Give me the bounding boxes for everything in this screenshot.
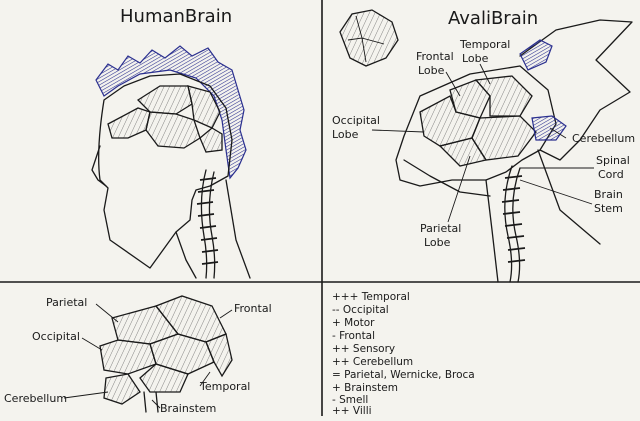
label-spinal-cord-2: Cord — [598, 168, 624, 181]
human-brain-title: HumanBrain — [120, 6, 232, 27]
legend-item: ++ Villi — [332, 405, 372, 416]
compare-label-cerebellum: Cerebellum — [4, 392, 67, 405]
compare-lobe-temporal-b — [205, 333, 233, 378]
label-brain-stem-1: Brain — [594, 188, 623, 201]
label-parietal-lobe-1: Parietal — [420, 222, 461, 235]
human-face-line — [91, 145, 107, 187]
legend-item: -- Occipital — [332, 304, 389, 316]
legend-item: + Brainstem — [332, 382, 398, 394]
human-lobe-frontal — [136, 85, 193, 115]
legend-panel: +++ Temporal -- Occipital + Motor - Fron… — [332, 291, 475, 417]
avali-spinal-cord-edge — [512, 167, 521, 283]
avali-neck — [485, 149, 601, 283]
compare-label-parietal: Parietal — [46, 296, 87, 309]
avali-vertebrae — [501, 175, 526, 263]
label-cerebellum: Cerebellum — [572, 132, 635, 145]
compare-brainstem — [143, 391, 159, 413]
human-spinal-cord — [200, 169, 208, 279]
label-parietal-lobe-2: Lobe — [424, 236, 451, 249]
avali-spinal-cord — [504, 165, 513, 283]
compare-label-brainstem: Brainstem — [160, 402, 216, 415]
human-lobe-temporal — [107, 107, 151, 139]
human-lobe-occipital — [145, 111, 201, 149]
avali-jaw — [403, 159, 491, 197]
label-spinal-cord-1: Spinal — [596, 154, 630, 167]
compare-label-temporal: Temporal — [199, 380, 250, 393]
human-lobe-lower — [199, 127, 223, 153]
avali-brain-title: AvaliBrain — [448, 8, 538, 29]
compare-label-occipital: Occipital — [32, 330, 80, 343]
legend-item: = Parietal, Wernicke, Broca — [332, 369, 475, 381]
avali-ear-fluff — [519, 39, 553, 71]
compare-lobe-occipital — [99, 339, 157, 375]
brain-comparison-panel: Parietal Frontal Occipital Temporal Cere… — [4, 295, 272, 415]
label-temporal-lobe-1: Temporal — [459, 38, 510, 51]
avali-leader-lines — [371, 63, 594, 223]
human-brain-panel: HumanBrain — [91, 6, 251, 279]
label-frontal-lobe-2: Lobe — [418, 64, 445, 77]
avali-ear-feather — [519, 19, 633, 161]
avali-lobe-lower — [438, 137, 488, 167]
avali-head-outline — [395, 65, 557, 187]
label-frontal-lobe-1: Frontal — [416, 50, 454, 63]
avali-inset-brain — [339, 9, 399, 67]
legend-item: ++ Sensory — [332, 343, 395, 355]
human-hair — [95, 45, 247, 180]
human-vertebrae — [196, 177, 219, 265]
legend-item: - Smell — [332, 394, 368, 406]
label-temporal-lobe-2: Lobe — [462, 52, 489, 65]
compare-lobe-lower — [139, 363, 189, 393]
compare-cerebellum — [103, 373, 141, 405]
avali-brain-panel: AvaliBrain Temporal Lobe Frontal — [332, 8, 635, 283]
human-neck — [175, 179, 251, 279]
legend-item: +++ Temporal — [332, 291, 410, 303]
label-occipital-lobe-2: Lobe — [332, 128, 359, 141]
legend-item: + Motor — [332, 317, 375, 329]
compare-leader-lines — [63, 303, 233, 409]
label-occipital-lobe-1: Occipital — [332, 114, 380, 127]
avali-cerebellum — [531, 115, 567, 141]
compare-label-frontal: Frontal — [234, 302, 272, 315]
legend-item: - Frontal — [332, 330, 375, 342]
human-head-outline — [98, 73, 233, 269]
legend-item: ++ Cerebellum — [332, 356, 413, 368]
label-brain-stem-2: Stem — [594, 202, 623, 215]
